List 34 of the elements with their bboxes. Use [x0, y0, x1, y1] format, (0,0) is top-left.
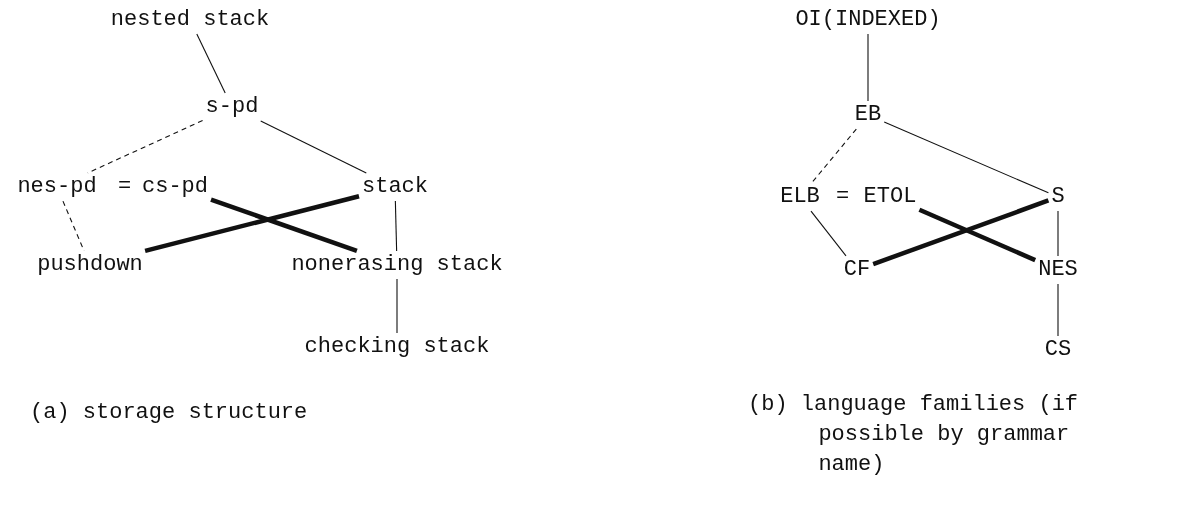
node-label: S: [1048, 182, 1068, 212]
node-label: ELB: [777, 182, 823, 212]
connector-line: [1057, 210, 1059, 257]
node-label: OI(INDEXED): [792, 5, 944, 35]
connector-line: [811, 128, 857, 184]
node-label: pushdown: [34, 250, 146, 280]
connector-line: [144, 194, 360, 254]
connector-line: [394, 200, 398, 252]
node-label: nonerasing stack: [288, 250, 506, 280]
connector-line: [872, 198, 1050, 267]
connector-line: [396, 278, 398, 334]
connector-line: [918, 207, 1037, 263]
caption: (b) language families (if possible by grammar name): [748, 391, 1080, 479]
node-label: NES: [1035, 255, 1081, 285]
caption: (a) storage structure: [30, 399, 308, 427]
node-label: stack: [359, 172, 431, 202]
node-label: CF: [840, 255, 874, 285]
node-label: s-pd: [202, 92, 262, 122]
connector-line: [883, 121, 1049, 194]
connector-line: [260, 120, 367, 174]
node-label: CS: [1041, 335, 1075, 365]
equals-sign: =: [118, 173, 132, 201]
node-label: nes-pd: [14, 172, 100, 202]
node-label: EB: [851, 100, 885, 130]
node-label: ETOL: [860, 182, 920, 212]
node-label: cs-pd: [139, 172, 211, 202]
node-label: checking stack: [301, 332, 493, 362]
node-label: nested stack: [107, 5, 273, 35]
connector-line: [1057, 283, 1059, 337]
connector-line: [210, 197, 358, 254]
connector-line: [867, 33, 869, 102]
equals-sign: =: [836, 183, 850, 211]
connector-line: [196, 33, 226, 94]
connector-line: [810, 210, 847, 257]
